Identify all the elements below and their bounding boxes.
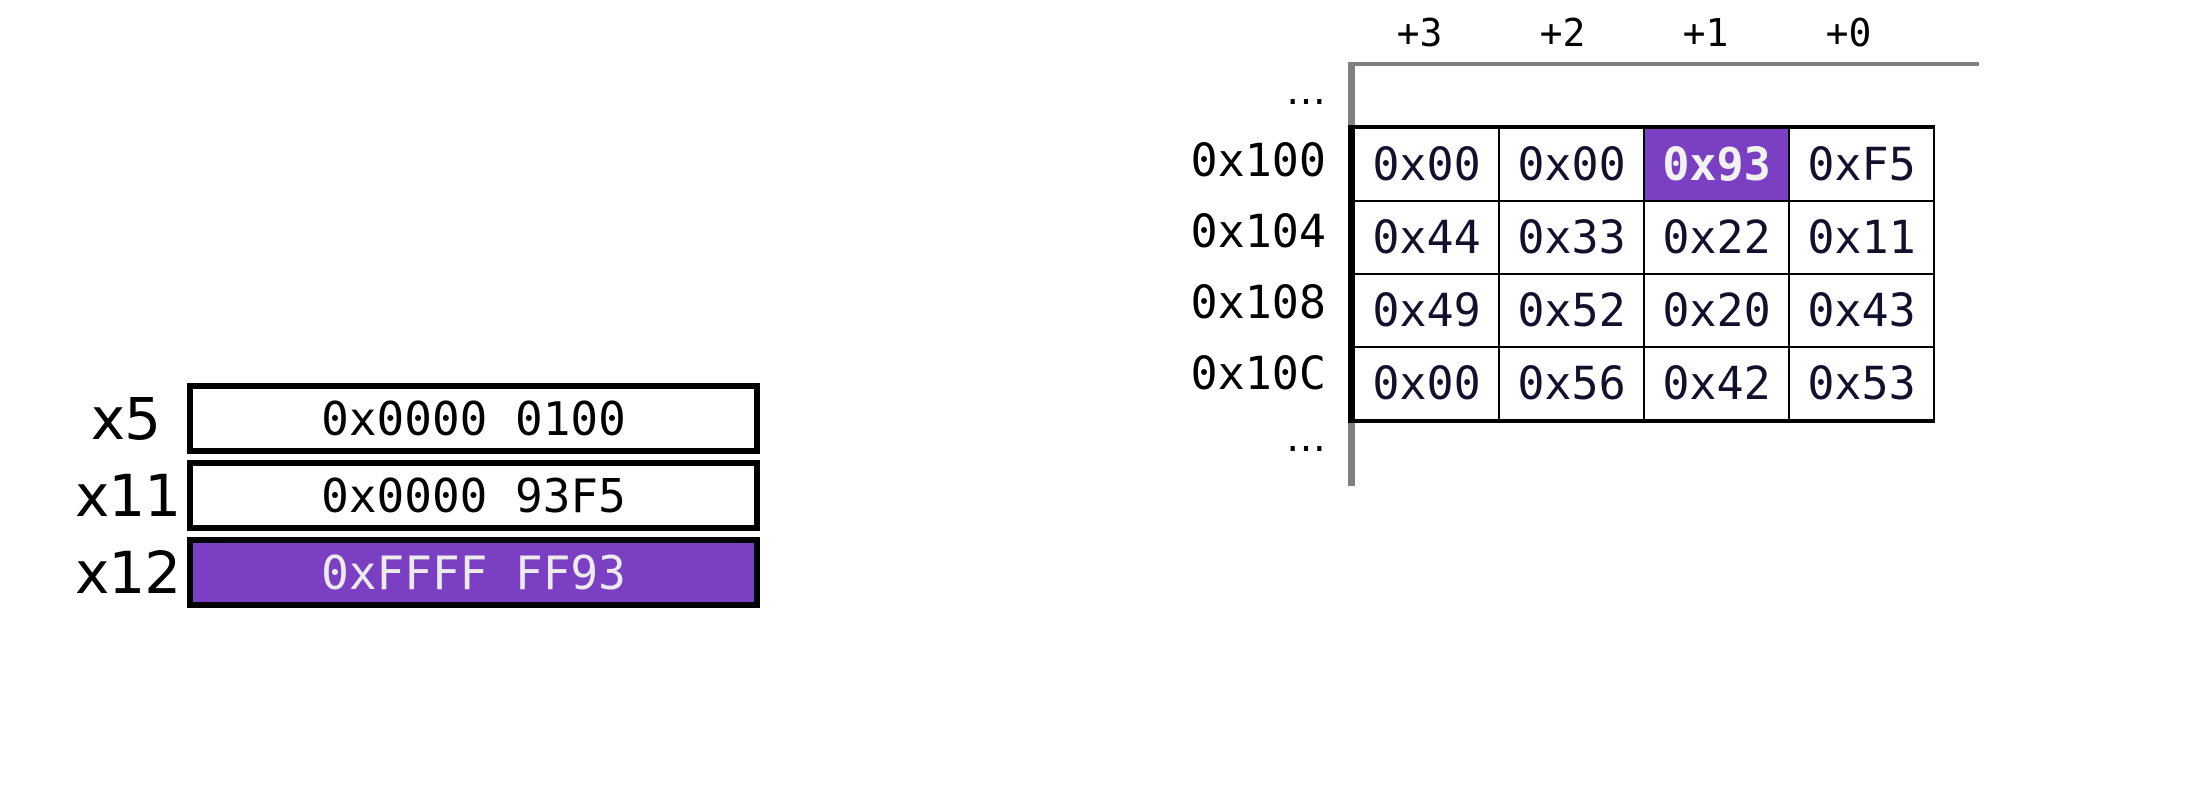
memory-ellipsis-bottom: …: [1286, 414, 1326, 461]
register-label-x5: x5: [90, 384, 161, 453]
memory-cell-0x100-plus2: 0x00: [1498, 125, 1645, 202]
memory-address-0x10C: 0x10C: [1190, 347, 1326, 400]
register-label-x12: x12: [75, 538, 181, 607]
memory-cell-0x108-plus1: 0x20: [1643, 273, 1790, 348]
memory-address-0x104: 0x104: [1190, 205, 1326, 258]
memory-address-gutter: … 0x100 0x104 0x108 0x10C …: [1148, 62, 1348, 486]
register-value-box-x5: 0x0000 0100: [187, 383, 760, 454]
memory-address-0x100: 0x100: [1190, 134, 1326, 187]
memory-address-0x108: 0x108: [1190, 276, 1326, 329]
memory-cell-0x108-plus3: 0x49: [1348, 273, 1500, 348]
memory-cell-0x104-plus3: 0x44: [1348, 200, 1500, 275]
memory-column-header-plus3: +3: [1396, 11, 1443, 55]
memory-cell-0x100-plus3: 0x00: [1348, 125, 1500, 202]
memory-cell-0x108-plus2: 0x52: [1498, 273, 1645, 348]
memory-column-header-row: +3 +2 +1 +0: [1348, 14, 1935, 62]
memory-cell-0x104-plus0: 0x11: [1788, 200, 1935, 275]
register-value-box-x11: 0x0000 93F5: [187, 460, 760, 531]
memory-cell-0x100-plus0: 0xF5: [1788, 125, 1935, 202]
memory-cell-0x108-plus0: 0x43: [1788, 273, 1935, 348]
register-value-box-x12: 0xFFFF FF93: [187, 537, 760, 608]
memory-spacer-bottom: [1348, 423, 1933, 486]
memory-cell-0x100-plus1: 0x93: [1643, 125, 1790, 202]
register-row: x5 0x0000 0100: [75, 383, 760, 454]
register-label-x11: x11: [75, 461, 181, 530]
memory-cell-0x10C-plus3: 0x00: [1348, 346, 1500, 423]
memory-spacer-top: [1348, 62, 1933, 125]
memory-spacer-top-extension: [1933, 62, 1979, 66]
memory-cell-0x10C-plus0: 0x53: [1788, 346, 1935, 423]
memory-cell-0x10C-plus1: 0x42: [1643, 346, 1790, 423]
memory-ellipsis-top: …: [1286, 67, 1326, 114]
memory-cell-0x104-plus1: 0x22: [1643, 200, 1790, 275]
memory-column-header-plus0: +0: [1825, 11, 1872, 55]
memory-column-header-plus2: +2: [1539, 11, 1586, 55]
memory-column-header-plus1: +1: [1682, 11, 1729, 55]
memory-cell-0x104-plus2: 0x33: [1498, 200, 1645, 275]
memory-cell-0x10C-plus2: 0x56: [1498, 346, 1645, 423]
